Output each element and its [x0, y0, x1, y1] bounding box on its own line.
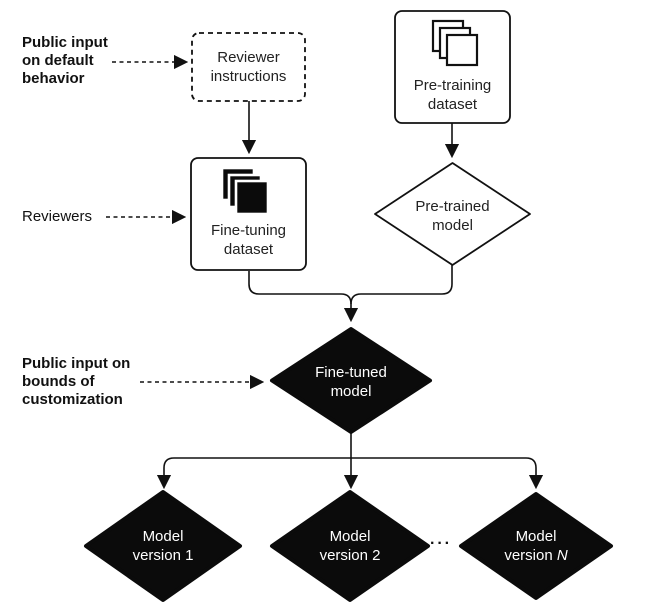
pretraining-dataset-box [394, 10, 511, 124]
finetuned-model-diamond [270, 327, 432, 434]
node-label-finetuning-dataset: Fine-tuning dataset [210, 222, 287, 258]
model-version-n-line1: Model [515, 528, 557, 545]
model-version-n-prefix: version [504, 547, 553, 564]
annotation-public-input-bounds: Public input on bounds of customization [22, 355, 131, 408]
model-version-1-diamond [84, 490, 242, 602]
model-version-2-diamond [270, 490, 430, 602]
reviewer-instructions-box [191, 32, 306, 102]
node-label-model-version-1: Model version 1 [132, 528, 194, 564]
node-label-model-version-2: Model version 2 [319, 528, 381, 564]
connector-finetuning-dataset-to-merge [248, 271, 359, 323]
model-version-n-diamond [459, 492, 613, 600]
node-label-finetuned-model: Fine-tuned model [315, 364, 387, 400]
connector-pretrained-model-to-merge [350, 265, 453, 305]
node-label-pretraining-dataset: Pre-training dataset [413, 77, 492, 113]
annotation-public-input-default: Public input on default behavior [22, 34, 108, 87]
model-version-n-symbol: N [556, 547, 568, 564]
annotation-reviewers: Reviewers [22, 208, 93, 225]
node-label-pretrained-model: Pre-trained model [415, 198, 490, 234]
stacked-documents-outline-icon [431, 19, 479, 67]
pretrained-model-diamond [374, 162, 531, 266]
arrow-branch-to-version-n [351, 457, 544, 490]
ellipsis-more-versions: ··· [430, 535, 452, 552]
stacked-documents-filled-icon [220, 166, 270, 216]
node-label-reviewer-instructions: Reviewer instructions [210, 49, 287, 85]
node-label-model-version-n: Model version N [461, 527, 611, 565]
arrow-branch-to-version-1 [156, 457, 351, 490]
